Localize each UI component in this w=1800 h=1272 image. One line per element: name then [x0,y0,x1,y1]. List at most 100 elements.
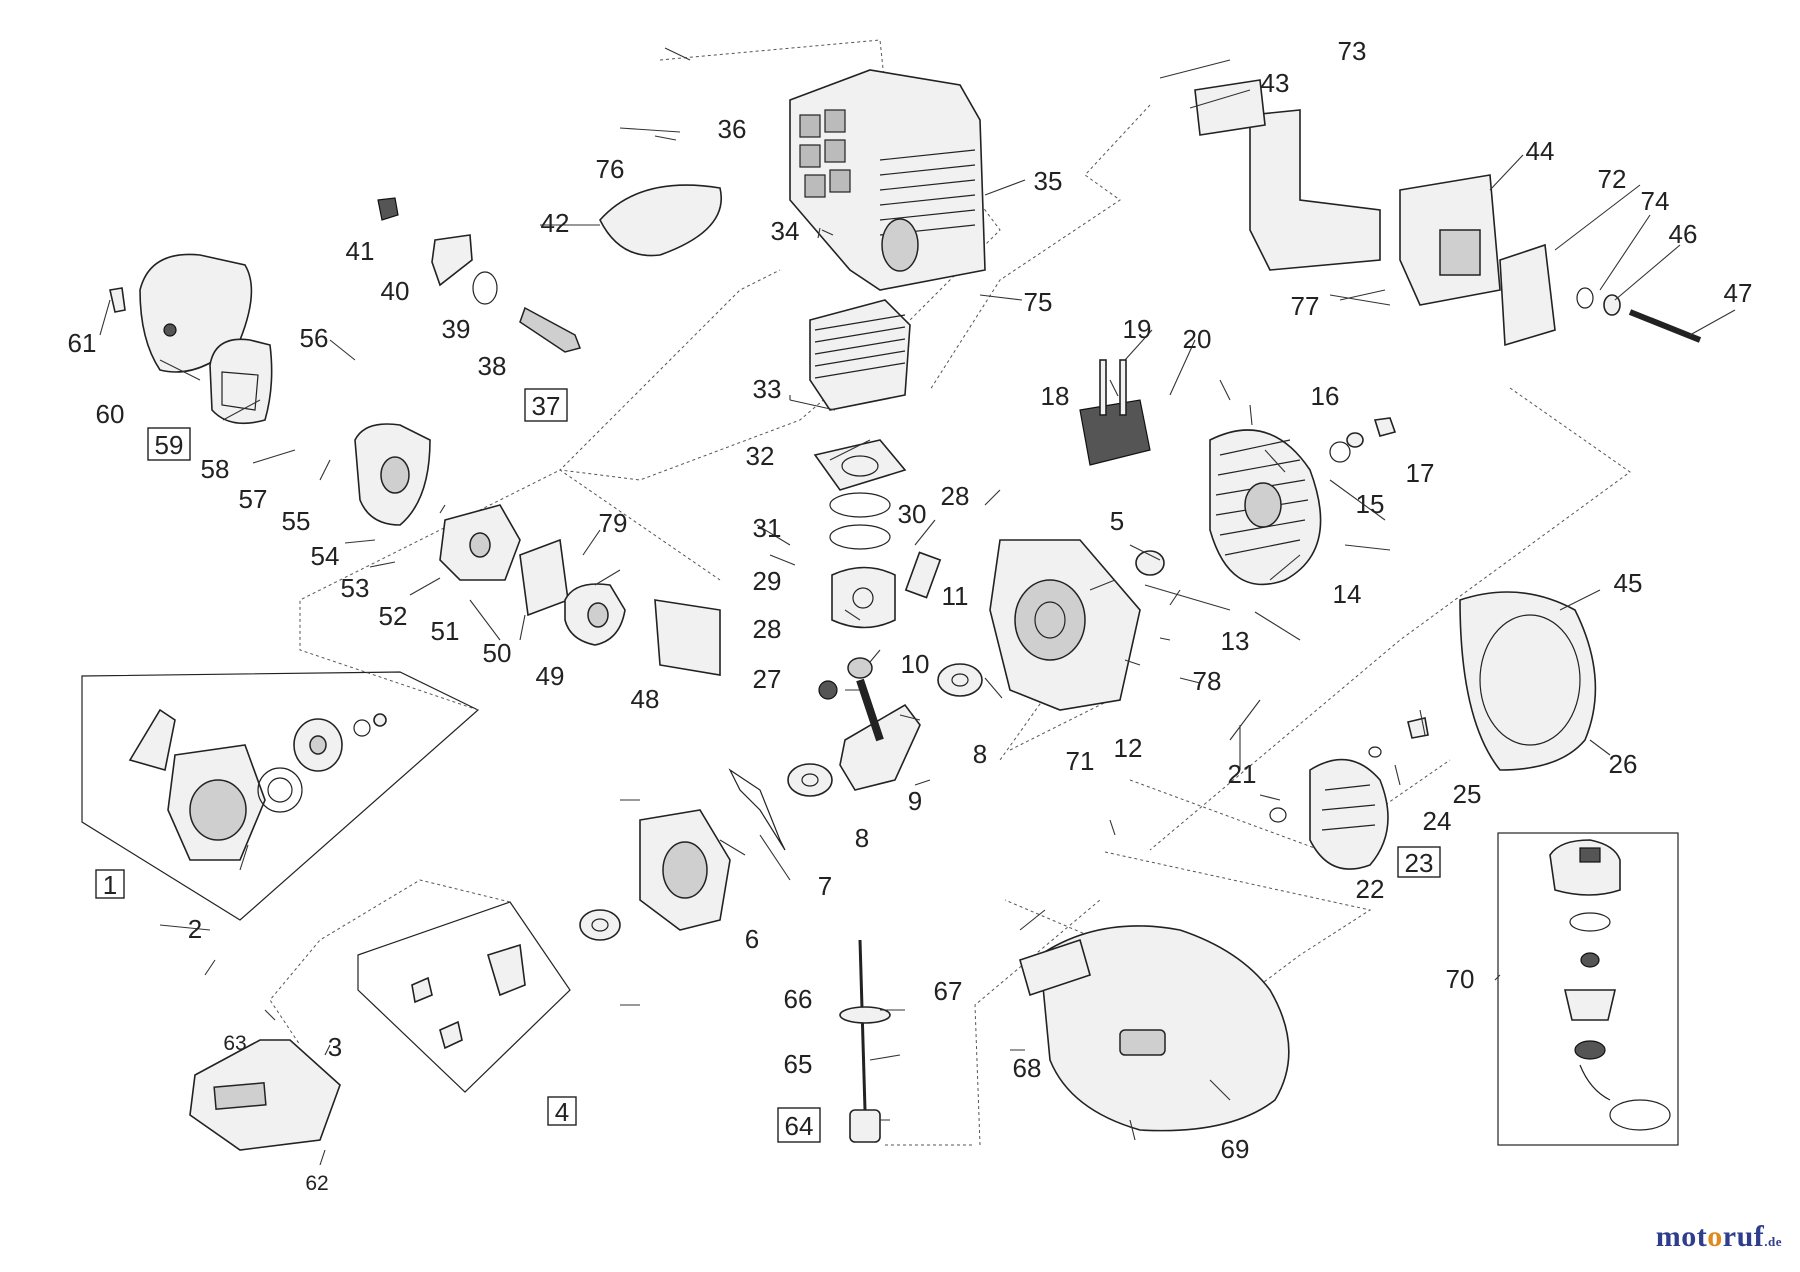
label-8a: 8 [855,823,869,853]
svg-text:59: 59 [155,430,184,460]
label-35: 35 [1034,166,1063,196]
spark-plug [519,306,581,353]
label-40: 40 [381,276,410,306]
label-71: 71 [1066,746,1095,776]
label-51: 51 [431,616,460,646]
label-45: 45 [1614,568,1643,598]
label-53: 53 [341,573,370,603]
label-59: 59 [147,427,191,461]
fuel-cap-group-outline [1497,832,1679,1146]
starter-handle [128,708,176,772]
label-34: 34 [771,216,800,246]
label-24: 24 [1423,806,1452,836]
svg-text:1: 1 [103,870,117,900]
label-13: 13 [1221,626,1250,656]
svg-text:4: 4 [555,1097,569,1127]
ignition-switch-group-outline [357,901,571,1093]
label-38: 38 [478,351,507,381]
label-73: 73 [1338,36,1367,66]
fuel-tank [1039,925,1290,1132]
label-58: 58 [201,454,230,484]
label-61: 61 [68,328,97,358]
clutch-assembly [1309,758,1389,870]
label-57: 57 [239,484,268,514]
label-5: 5 [1110,506,1124,536]
cylinder-gasket [813,439,907,491]
label-44: 44 [1526,136,1555,166]
muffler-cover [1499,243,1556,347]
heat-shield [1249,109,1381,271]
label-32: 32 [746,441,775,471]
label-70: 70 [1446,964,1475,994]
label-77: 77 [1291,291,1320,321]
label-63: 63 [223,1032,246,1055]
label-26: 26 [1609,749,1638,779]
label-10: 10 [901,649,930,679]
label-75: 75 [1024,287,1053,317]
label-46: 46 [1669,219,1698,249]
label-30: 30 [898,499,927,529]
label-60: 60 [96,399,125,429]
carburetor-gasket [519,538,569,617]
label-74: 74 [1641,186,1670,216]
label-52: 52 [379,601,408,631]
parts [109,69,1702,1151]
spark-plug-cover [599,184,722,257]
label-50: 50 [483,638,512,668]
recoil-starter-group-outline [81,671,480,921]
label-15: 15 [1356,489,1385,519]
label-27: 27 [753,664,782,694]
label-19: 19 [1123,314,1152,344]
insulator-gasket [654,599,721,676]
label-3: 3 [328,1032,342,1062]
label-72: 72 [1598,164,1627,194]
label-28a: 28 [941,481,970,511]
svg-text:37: 37 [532,391,561,421]
svg-text:64: 64 [785,1111,814,1141]
label-23: 23 [1397,846,1441,878]
label-12: 12 [1114,733,1143,763]
label-28b: 28 [753,614,782,644]
label-64: 64 [777,1107,821,1143]
label-69: 69 [1221,1134,1250,1164]
label-2: 2 [188,914,202,944]
label-31: 31 [753,513,782,543]
svg-text:23: 23 [1405,848,1434,878]
label-48: 48 [631,684,660,714]
group-outlines [81,671,1679,1146]
label-49: 49 [536,661,565,691]
label-29: 29 [753,566,782,596]
label-14: 14 [1333,579,1362,609]
label-6: 6 [745,924,759,954]
label-8b: 8 [973,739,987,769]
muffler-gasket [1194,79,1266,136]
label-76: 76 [596,154,625,184]
label-33: 33 [753,374,782,404]
label-56: 56 [300,323,329,353]
piston [831,566,896,629]
label-18: 18 [1041,381,1070,411]
label-78: 78 [1193,666,1222,696]
label-7: 7 [818,871,832,901]
label-17: 17 [1406,458,1435,488]
label-9: 9 [908,786,922,816]
label-65: 65 [784,1049,813,1079]
label-79: 79 [599,508,628,538]
label-36: 36 [718,114,747,144]
label-55: 55 [282,506,311,536]
site-logo: motoruf.de [1655,1220,1782,1253]
label-37: 37 [524,388,568,422]
label-20: 20 [1183,324,1212,354]
label-11: 11 [942,581,969,611]
label-62: 62 [305,1172,328,1195]
label-43: 43 [1261,68,1290,98]
label-67: 67 [934,976,963,1006]
label-39: 39 [442,314,471,344]
label-42: 42 [541,208,570,238]
label-41: 41 [346,236,375,266]
label-54: 54 [311,541,340,571]
label-25: 25 [1453,779,1482,809]
part-number-labels: 1 2 3 4 5 6 7 8 8 9 10 11 12 13 14 15 16… [68,36,1753,1195]
